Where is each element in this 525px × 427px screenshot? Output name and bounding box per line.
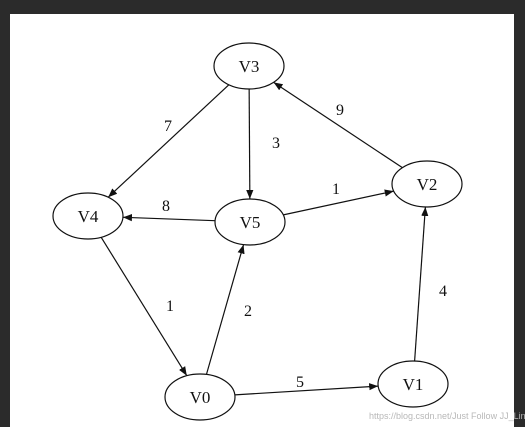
node-label-v4: V4: [78, 207, 99, 226]
edge-v5-v2: [283, 189, 394, 216]
edge-weight-v2-v3: 9: [336, 102, 344, 119]
edge-v0-v5: [205, 244, 245, 375]
edges-layer: 7 3 9 1 8 1 2 5 4: [100, 81, 447, 396]
node-v3: [213, 42, 285, 90]
edge-v3-v5: [246, 88, 254, 200]
edge-weight-v3-v4: 7: [164, 118, 172, 135]
edge-weight-v5-v2: 1: [332, 181, 340, 198]
node-v4: [52, 192, 124, 240]
edge-weight-v4-v0: 1: [166, 298, 174, 315]
edge-v5-v4: [122, 214, 216, 222]
watermark-text: https://blog.csdn.net/Just Follow JJ_Lin: [369, 411, 525, 421]
node-label-v1: V1: [403, 375, 424, 394]
node-label-v3: V3: [239, 57, 260, 76]
edge-v2-v3: [273, 81, 403, 169]
node-v0: [164, 373, 236, 421]
node-label-v2: V2: [417, 175, 438, 194]
node-v5: [214, 198, 286, 246]
edge-weight-v5-v4: 8: [162, 198, 170, 215]
node-label-v0: V0: [190, 388, 211, 407]
node-v1: [377, 360, 449, 408]
edge-weight-v1-v2: 4: [439, 283, 447, 300]
edge-v4-v0: [100, 236, 188, 377]
edge-v3-v4: [107, 84, 230, 198]
edge-weight-v0-v1: 5: [296, 374, 304, 391]
edge-v0-v1: [234, 383, 379, 396]
edge-weight-v0-v5: 2: [244, 303, 252, 320]
edge-weight-v3-v5: 3: [272, 135, 280, 152]
node-label-v5: V5: [240, 213, 261, 232]
edge-v1-v2: [414, 206, 429, 362]
node-v2: [391, 160, 463, 208]
